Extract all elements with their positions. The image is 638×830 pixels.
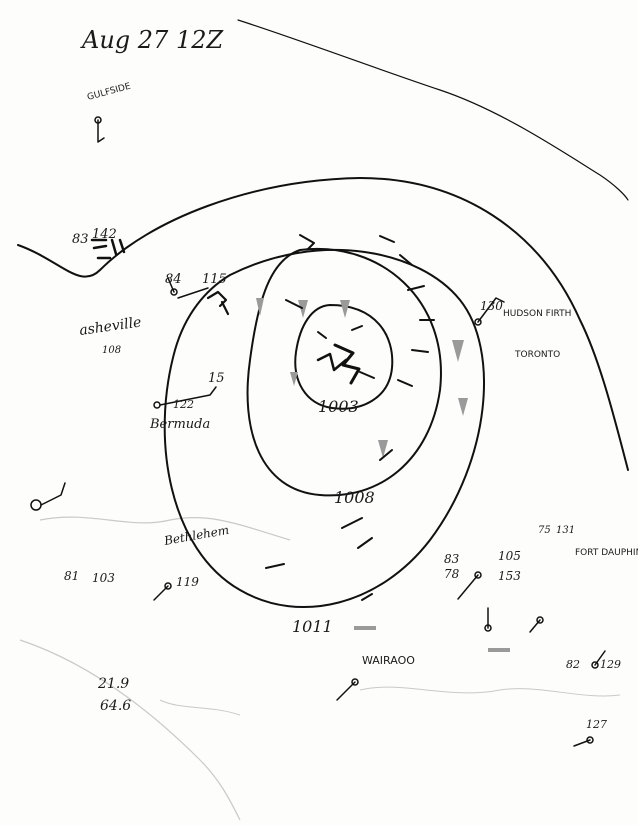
station-marker	[30, 482, 66, 511]
place-label: asheville	[78, 314, 142, 339]
isobar-inner	[294, 304, 394, 410]
station-value: 142	[92, 227, 117, 242]
place-label: HUDSON FIRTH	[503, 309, 571, 319]
station-value: 115	[202, 272, 227, 287]
station-marker	[336, 678, 359, 701]
place-label: WAIRAOO	[362, 654, 415, 667]
station-value: 83	[72, 232, 89, 247]
coord-note-lon: 64.6	[100, 698, 131, 714]
station-value: 127	[586, 718, 607, 731]
station-marker	[474, 297, 505, 326]
isobar-outer	[163, 249, 485, 609]
station-marker	[153, 386, 217, 409]
coord-note-lat: 21.9	[97, 676, 129, 692]
station-value: 130	[480, 299, 503, 313]
station-marker	[591, 650, 606, 669]
station-value: 15	[208, 371, 225, 386]
isobar-label: 1011	[292, 617, 333, 636]
place-label: TORONTO	[514, 350, 560, 360]
place-label: Bermuda	[149, 417, 210, 432]
upper-boundary	[237, 19, 629, 201]
station-value: 153	[498, 569, 521, 583]
isobar-label: 1008	[334, 488, 375, 507]
station-marker	[529, 616, 544, 633]
date-note: Aug 27 12Z	[80, 26, 224, 54]
station-value: 75	[538, 525, 551, 536]
station-value: 83	[444, 552, 460, 566]
station-marker	[94, 116, 105, 143]
shading-marks	[256, 298, 510, 652]
station-value: 129	[600, 658, 621, 671]
station-value: 78	[444, 567, 460, 581]
station-marker	[457, 571, 482, 600]
annotations: Aug 27 12Z 1003 1008 1011 GULFSIDE ashev…	[64, 26, 638, 731]
isobar-middle	[246, 247, 442, 497]
station-value: 131	[556, 525, 575, 536]
place-label: FORT DAUPHIN	[575, 548, 638, 558]
station-value: 103	[92, 571, 115, 585]
station-value: 82	[566, 658, 580, 671]
station-value: 84	[165, 272, 182, 287]
frontal-boundary	[17, 177, 629, 471]
station-value: 119	[176, 575, 199, 589]
station-marker	[484, 607, 492, 632]
place-label: GULFSIDE	[86, 82, 132, 103]
station-plots	[30, 116, 606, 747]
isobar-label: 1003	[318, 397, 359, 416]
station-value: 81	[64, 569, 79, 583]
place-label: Bethlehem	[162, 523, 230, 548]
coastline	[19, 516, 621, 821]
station-marker	[153, 582, 172, 601]
storm-center	[316, 325, 375, 385]
station-value: 105	[498, 549, 521, 563]
station-value: 122	[173, 398, 194, 411]
station-marker	[573, 736, 594, 747]
station-value: 108	[102, 345, 121, 356]
station-marker	[167, 277, 209, 299]
